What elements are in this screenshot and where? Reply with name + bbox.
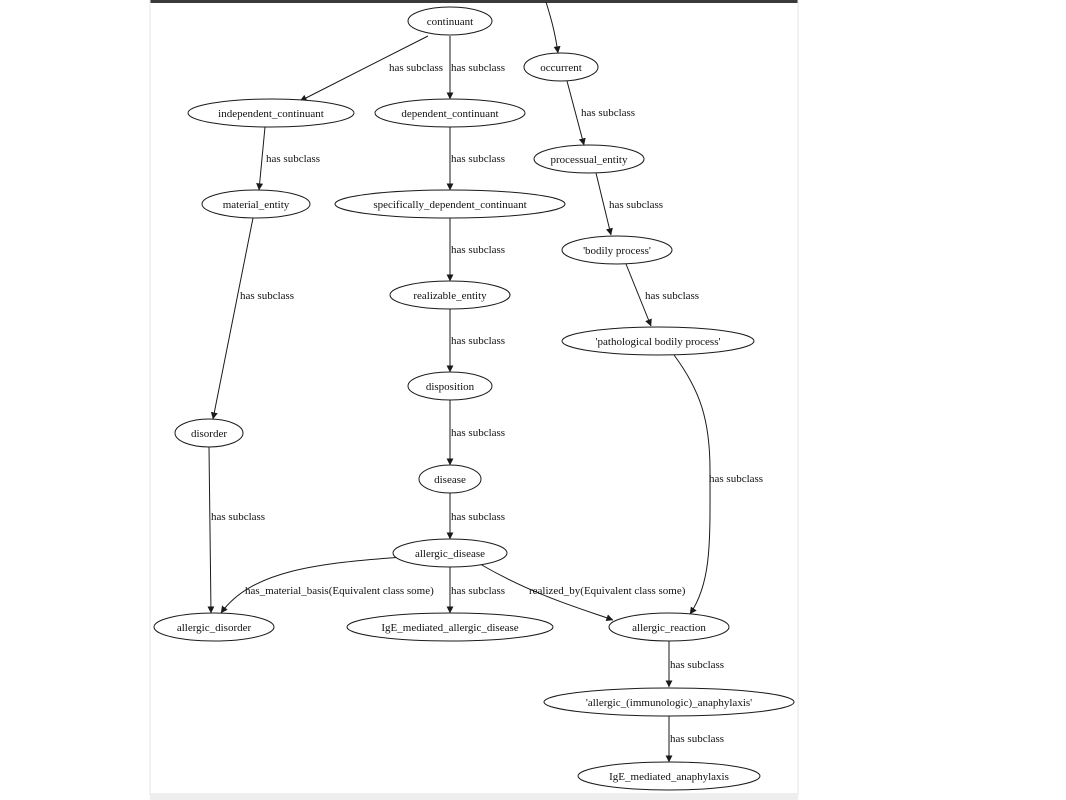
node-ellipse-continuant bbox=[407, 6, 493, 36]
node-label-allergic_disease: allergic_disease bbox=[415, 548, 485, 560]
nodes: continuant occurrent independent_continu… bbox=[153, 6, 795, 791]
node-ige_mediated_allergic_disease[interactable]: IgE_mediated_allergic_disease bbox=[346, 612, 554, 642]
node-material_entity[interactable]: material_entity bbox=[201, 189, 311, 219]
edge-label-e13: has subclass bbox=[211, 511, 265, 523]
node-ellipse-occurrent bbox=[523, 52, 599, 82]
node-ige_mediated_anaphylaxis[interactable]: IgE_mediated_anaphylaxis bbox=[577, 761, 761, 791]
node-label-ige_mediated_anaphylaxis: IgE_mediated_anaphylaxis bbox=[609, 771, 729, 783]
node-processual_entity[interactable]: processual_entity bbox=[533, 144, 645, 174]
edge-e_top_occurrent bbox=[545, 1, 561, 54]
node-occurrent[interactable]: occurrent bbox=[523, 52, 599, 82]
edge-e7 bbox=[210, 217, 254, 420]
node-ellipse-allergic_immunologic_anaphylaxis bbox=[543, 687, 795, 717]
node-ellipse-ige_mediated_allergic_disease bbox=[346, 612, 554, 642]
node-ellipse-disease bbox=[418, 464, 482, 494]
edge-e13 bbox=[207, 446, 215, 614]
edge-label-e11: has subclass bbox=[451, 427, 505, 439]
node-label-realizable_entity: realizable_entity bbox=[413, 290, 487, 302]
node-ellipse-independent_continuant bbox=[187, 98, 355, 128]
edge-e15 bbox=[220, 556, 404, 614]
node-ellipse-disposition bbox=[407, 371, 493, 401]
node-label-material_entity: material_entity bbox=[223, 199, 290, 211]
edge-label-e19: has subclass bbox=[670, 733, 724, 745]
node-ellipse-processual_entity bbox=[533, 144, 645, 174]
node-label-occurrent: occurrent bbox=[540, 62, 582, 74]
edge-label-e15: has_material_basis(Equivalent class some… bbox=[245, 585, 434, 597]
node-ellipse-realizable_entity bbox=[389, 280, 511, 310]
node-label-disorder: disorder bbox=[191, 428, 227, 440]
node-ellipse-bodily_process bbox=[561, 235, 673, 265]
edge-e17 bbox=[479, 563, 614, 622]
node-pathological_bodily_process[interactable]: 'pathological bodily process' bbox=[561, 326, 755, 356]
node-label-allergic_immunologic_anaphylaxis: 'allergic_(immunologic)_anaphylaxis' bbox=[586, 697, 752, 709]
edge-e9 bbox=[625, 263, 652, 327]
node-allergic_reaction[interactable]: allergic_reaction bbox=[608, 612, 730, 642]
edge-e6 bbox=[595, 172, 613, 236]
node-label-disposition: disposition bbox=[426, 381, 475, 393]
edge-label-e7: has subclass bbox=[240, 290, 294, 302]
node-dependent_continuant[interactable]: dependent_continuant bbox=[374, 98, 526, 128]
node-ellipse-allergic_disease bbox=[392, 538, 508, 568]
node-allergic_disorder[interactable]: allergic_disorder bbox=[153, 612, 275, 642]
node-ellipse-pathological_bodily_process bbox=[561, 326, 755, 356]
edge-label-e6: has subclass bbox=[609, 199, 663, 211]
node-disposition[interactable]: disposition bbox=[407, 371, 493, 401]
node-label-dependent_continuant: dependent_continuant bbox=[401, 108, 498, 120]
bottom-scroll-strip bbox=[150, 793, 798, 800]
node-label-pathological_bodily_process: 'pathological bodily process' bbox=[596, 336, 721, 348]
node-specifically_dependent_continuant[interactable]: specifically_dependent_continuant bbox=[334, 189, 566, 219]
edge-label-e10: has subclass bbox=[451, 335, 505, 347]
node-label-bodily_process: 'bodily process' bbox=[583, 245, 651, 257]
edge-label-e14: has subclass bbox=[451, 511, 505, 523]
node-allergic_disease[interactable]: allergic_disease bbox=[392, 538, 508, 568]
edges: has subclass has subclass has subclass h… bbox=[207, 1, 763, 763]
edge-label-e16: has subclass bbox=[451, 585, 505, 597]
top-frame-bar bbox=[150, 0, 798, 3]
node-ellipse-ige_mediated_anaphylaxis bbox=[577, 761, 761, 791]
edge-e4 bbox=[256, 126, 266, 191]
node-ellipse-disorder bbox=[174, 418, 244, 448]
node-realizable_entity[interactable]: realizable_entity bbox=[389, 280, 511, 310]
edge-label-e5: has subclass bbox=[451, 153, 505, 165]
node-ellipse-material_entity bbox=[201, 189, 311, 219]
edge-e12 bbox=[673, 354, 711, 615]
node-label-ige_mediated_allergic_disease: IgE_mediated_allergic_disease bbox=[381, 622, 518, 634]
node-ellipse-specifically_dependent_continuant bbox=[334, 189, 566, 219]
edge-label-e4: has subclass bbox=[266, 153, 320, 165]
edge-label-e1: has subclass bbox=[389, 62, 443, 74]
node-label-independent_continuant: independent_continuant bbox=[218, 108, 324, 120]
edge-label-e17: realized_by(Equivalent class some) bbox=[529, 585, 686, 597]
node-ellipse-dependent_continuant bbox=[374, 98, 526, 128]
node-disease[interactable]: disease bbox=[418, 464, 482, 494]
edge-label-e8: has subclass bbox=[451, 244, 505, 256]
node-continuant[interactable]: continuant bbox=[407, 6, 493, 36]
edge-label-e3: has subclass bbox=[581, 107, 635, 119]
edge-label-e12: has subclass bbox=[709, 473, 763, 485]
node-independent_continuant[interactable]: independent_continuant bbox=[187, 98, 355, 128]
node-bodily_process[interactable]: 'bodily process' bbox=[561, 235, 673, 265]
node-label-allergic_reaction: allergic_reaction bbox=[632, 622, 706, 634]
edge-label-e2: has subclass bbox=[451, 62, 505, 74]
edge-e3 bbox=[566, 80, 586, 146]
edge-label-e9: has subclass bbox=[645, 290, 699, 302]
node-label-processual_entity: processual_entity bbox=[551, 154, 628, 166]
edge-label-e18: has subclass bbox=[670, 659, 724, 671]
node-label-allergic_disorder: allergic_disorder bbox=[177, 622, 252, 634]
node-disorder[interactable]: disorder bbox=[174, 418, 244, 448]
node-label-specifically_dependent_continuant: specifically_dependent_continuant bbox=[373, 199, 526, 211]
node-ellipse-allergic_reaction bbox=[608, 612, 730, 642]
node-ellipse-allergic_disorder bbox=[153, 612, 275, 642]
node-label-continuant: continuant bbox=[427, 16, 473, 28]
node-allergic_immunologic_anaphylaxis[interactable]: 'allergic_(immunologic)_anaphylaxis' bbox=[543, 687, 795, 717]
edge-e1 bbox=[299, 35, 429, 102]
node-label-disease: disease bbox=[434, 474, 466, 486]
